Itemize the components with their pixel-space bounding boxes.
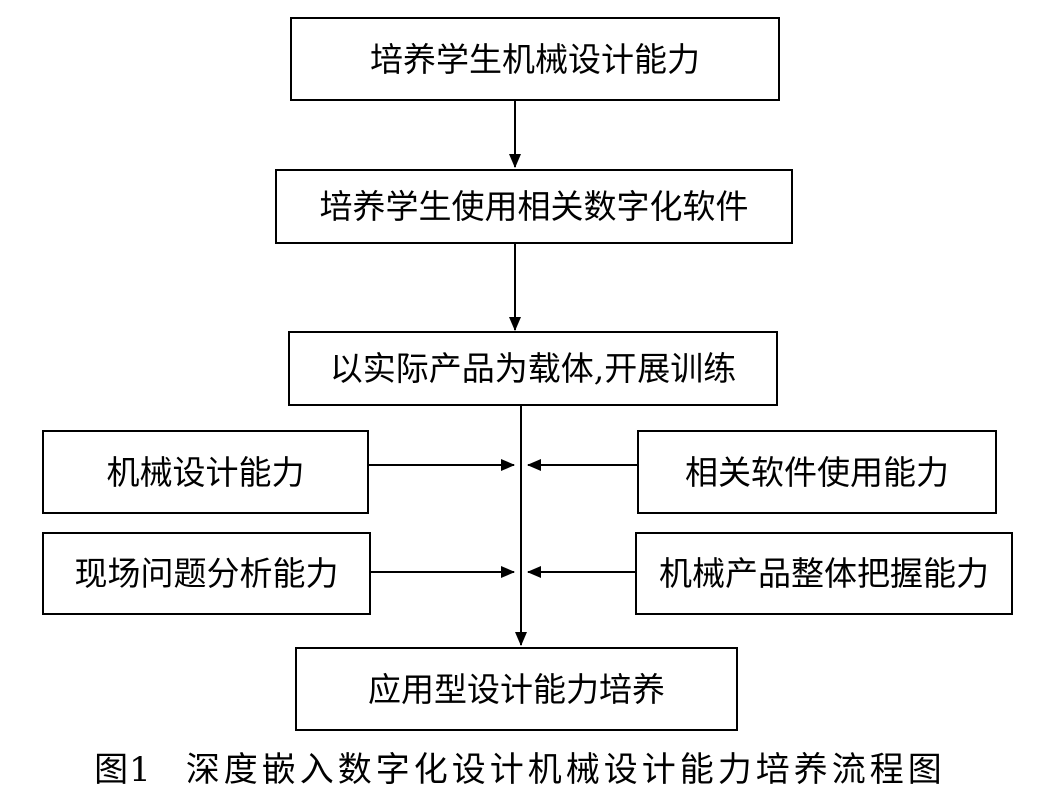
node-software: 培养学生使用相关数字化软件 [275,169,793,244]
node-right-1-label: 相关软件使用能力 [685,452,949,492]
node-left-2-label: 现场问题分析能力 [74,554,339,593]
node-result: 应用型设计能力培养 [295,647,738,731]
node-software-label: 培养学生使用相关数字化软件 [319,187,749,226]
figure-caption: 图1 深度嵌入数字化设计机械设计能力培养流程图 [0,742,1040,791]
node-result-label: 应用型设计能力培养 [368,669,665,709]
node-right-2-label: 机械产品整体把握能力 [659,554,989,593]
node-left-1-label: 机械设计能力 [106,452,305,492]
node-top: 培养学生机械设计能力 [290,17,780,101]
node-right-2: 机械产品整体把握能力 [635,532,1013,615]
node-training: 以实际产品为载体,开展训练 [288,331,778,406]
node-left-1: 机械设计能力 [42,430,369,514]
node-training-label: 以实际产品为载体,开展训练 [329,349,737,388]
figure-number: 图1 [94,750,152,790]
figure-caption-text: 深度嵌入数字化设计机械设计能力培养流程图 [185,750,946,790]
node-right-1: 相关软件使用能力 [637,430,997,514]
connectors [369,100,637,646]
node-left-2: 现场问题分析能力 [42,532,371,615]
node-top-label: 培养学生机械设计能力 [370,39,700,79]
